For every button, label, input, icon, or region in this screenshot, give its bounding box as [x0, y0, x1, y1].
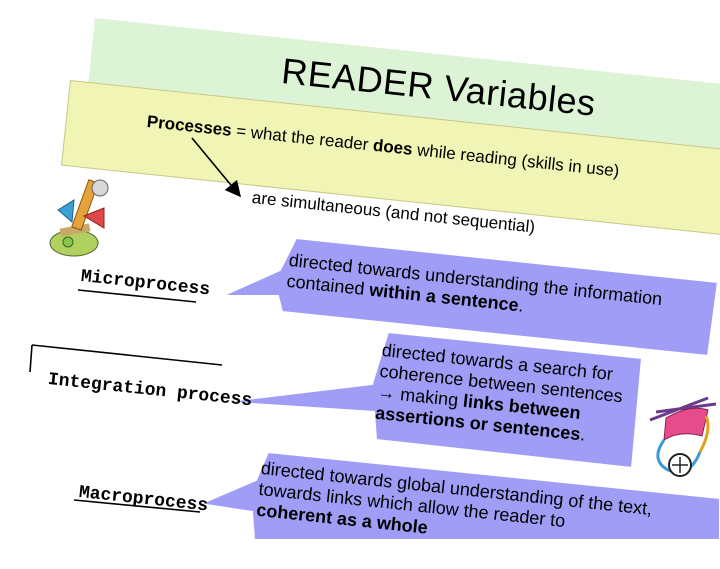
label-box-lines — [29, 289, 223, 513]
pointer-arrow — [191, 137, 242, 198]
microscope-clipart-icon — [49, 179, 109, 257]
callout-macro — [196, 450, 720, 540]
callout-integration — [221, 330, 644, 470]
callout-micro — [221, 236, 720, 358]
shapes-layer — [29, 137, 720, 540]
knitting-clipart-icon — [649, 396, 717, 477]
